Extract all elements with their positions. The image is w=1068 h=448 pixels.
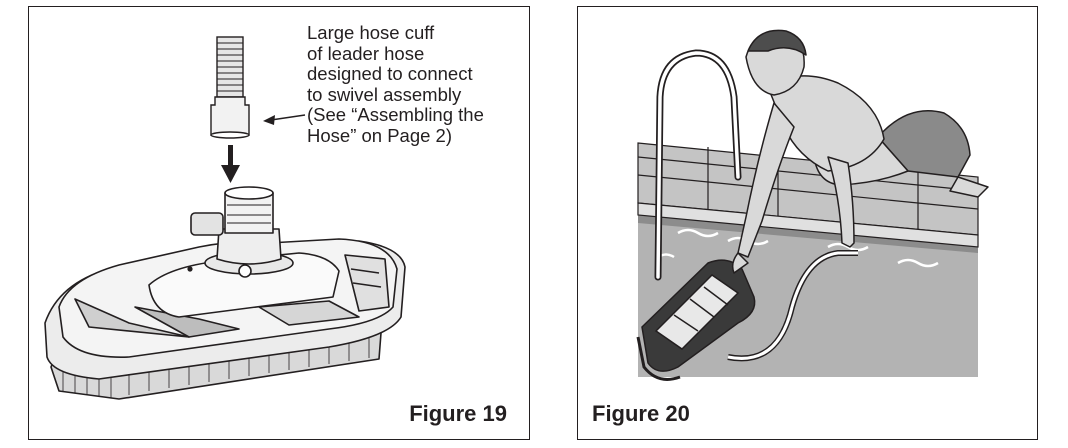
cleaner-hose (727, 250, 858, 362)
pool-cleaner-body (44, 186, 406, 400)
pool-cleaner (636, 259, 756, 381)
water-ripples (657, 228, 939, 268)
callout-line: (See “Assembling the (307, 104, 484, 125)
callout-line: to swivel assembly (307, 83, 462, 105)
pool-scene-illustration (636, 29, 989, 381)
callout-line: of leader hose (307, 42, 425, 64)
figure-20-caption: Figure 20 (592, 401, 690, 426)
callout-line: designed to connect (307, 63, 473, 84)
hose-cuff-callout: Large hose cuff of leader hose designed … (307, 22, 527, 146)
pool-ladder (654, 49, 742, 281)
person-figure (731, 29, 989, 274)
figure-19-panel: Large hose cuff of leader hose designed … (28, 6, 530, 440)
callout-line: Hose” on Page 2) (307, 124, 453, 146)
figure-19-caption: Figure 19 (409, 401, 507, 426)
hose-cuff (210, 36, 250, 139)
pool-deck (637, 142, 979, 248)
pool-cleaner-illustration (44, 36, 406, 400)
figure-20-panel: Figure 20 (577, 6, 1038, 440)
callout-line: Large hose cuff (307, 22, 435, 43)
down-arrow-icon (221, 145, 240, 183)
callout-arrow-icon (263, 114, 306, 125)
